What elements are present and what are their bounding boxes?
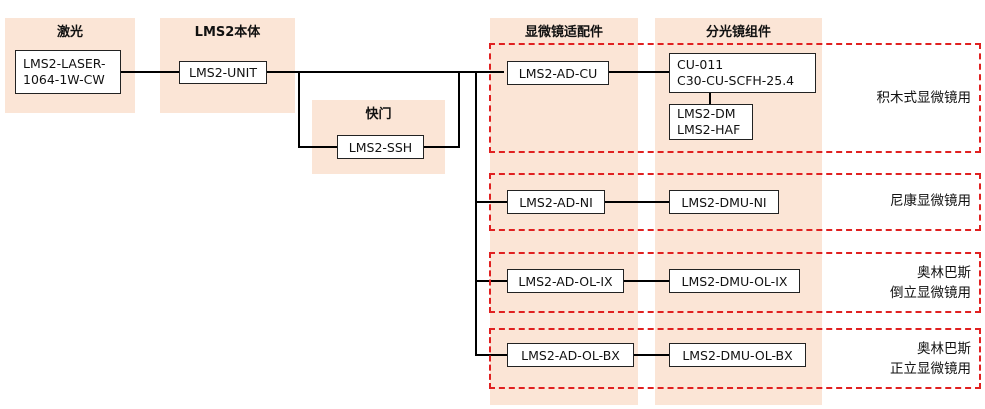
connector-branch-vertical — [475, 71, 477, 356]
laser-box-line1: LMS2-LASER- — [23, 56, 106, 71]
connector-branch-bx — [475, 354, 510, 356]
group-olympus-upright-label-line2: 正立显微镜用 — [890, 361, 971, 377]
connector-adcu-cu — [608, 71, 670, 73]
dmu-ni-box: LMS2-DMU-NI — [669, 190, 779, 214]
ad-ni-box: LMS2-AD-NI — [507, 190, 605, 214]
group-nikon-label-text: 尼康显微镜用 — [890, 193, 971, 209]
ad-ol-ix-box-label: LMS2-AD-OL-IX — [518, 273, 613, 289]
ad-cu-box-label: LMS2-AD-CU — [518, 65, 598, 81]
cu-box: CU-011 C30-CU-SCFH-25.4 — [669, 53, 816, 93]
adapter-column-title: 显微镜适配件 — [524, 25, 603, 40]
laser-box: LMS2-LASER- 1064-1W-CW — [15, 50, 121, 94]
dmu-ol-ix-box-label: LMS2-DMU-OL-IX — [681, 273, 788, 289]
ad-ni-box-label: LMS2-AD-NI — [519, 194, 593, 210]
group-olympus-upright-label-line1: 奥林巴斯 — [917, 341, 971, 357]
cu-box-line1: CU-011 — [677, 57, 724, 72]
connector-branch-ni — [475, 201, 510, 203]
dm-box-line1: LMS2-DM — [677, 106, 736, 121]
group-olympus-upright-label: 奥林巴斯 正立显微镜用 — [890, 339, 971, 379]
dmu-ol-bx-box: LMS2-DMU-OL-BX — [669, 343, 806, 367]
unit-box-label: LMS2-UNIT — [189, 65, 257, 80]
laser-box-line2: 1064-1W-CW — [23, 72, 105, 87]
group-olympus-inverted-label-line2: 倒立显微镜用 — [890, 285, 971, 301]
splitter-column-title: 分光镜组件 — [705, 25, 771, 40]
connector-adni-dmuni — [604, 201, 672, 203]
laser-column-title: 激光 — [56, 25, 83, 40]
ssh-box: LMS2-SSH — [337, 135, 424, 159]
connector-main-bus — [266, 71, 504, 73]
dmu-ol-bx-box-label: LMS2-DMU-OL-BX — [682, 347, 793, 363]
connector-shutter-left — [298, 146, 338, 148]
connector-branch-ix — [475, 280, 510, 282]
group-olympus-inverted-label: 奥林巴斯 倒立显微镜用 — [890, 263, 971, 303]
dmu-ol-ix-box: LMS2-DMU-OL-IX — [669, 269, 800, 293]
group-modular-label: 积木式显微镜用 — [877, 88, 972, 108]
ad-ol-ix-box: LMS2-AD-OL-IX — [507, 269, 624, 293]
connector-adix-dmuix — [623, 280, 672, 282]
unit-box: LMS2-UNIT — [179, 61, 267, 84]
ad-ol-bx-box-label: LMS2-AD-OL-BX — [521, 347, 620, 363]
cu-box-line2: C30-CU-SCFH-25.4 — [677, 73, 795, 88]
group-olympus-inverted-label-line1: 奥林巴斯 — [917, 265, 971, 281]
ad-ol-bx-box: LMS2-AD-OL-BX — [507, 343, 634, 367]
connector-laser-unit — [120, 71, 180, 73]
shutter-column-title: 快门 — [365, 107, 392, 122]
group-nikon-label: 尼康显微镜用 — [890, 191, 971, 211]
group-modular-label-text: 积木式显微镜用 — [876, 90, 972, 106]
body-column-title: LMS2本体 — [194, 25, 261, 40]
dmu-ni-box-label: LMS2-DMU-NI — [681, 194, 767, 210]
connector-shutter-right — [423, 146, 460, 148]
ssh-box-label: LMS2-SSH — [348, 139, 413, 155]
connector-cu-dm — [709, 92, 711, 105]
dm-box: LMS2-DM LMS2-HAF — [669, 104, 753, 140]
dm-box-line2: LMS2-HAF — [677, 122, 741, 137]
connector-shutter-right-vertical — [458, 71, 460, 148]
ad-cu-box: LMS2-AD-CU — [507, 61, 609, 85]
connector-adbx-dmubx — [633, 354, 672, 356]
connector-shutter-left-vertical — [298, 71, 300, 148]
